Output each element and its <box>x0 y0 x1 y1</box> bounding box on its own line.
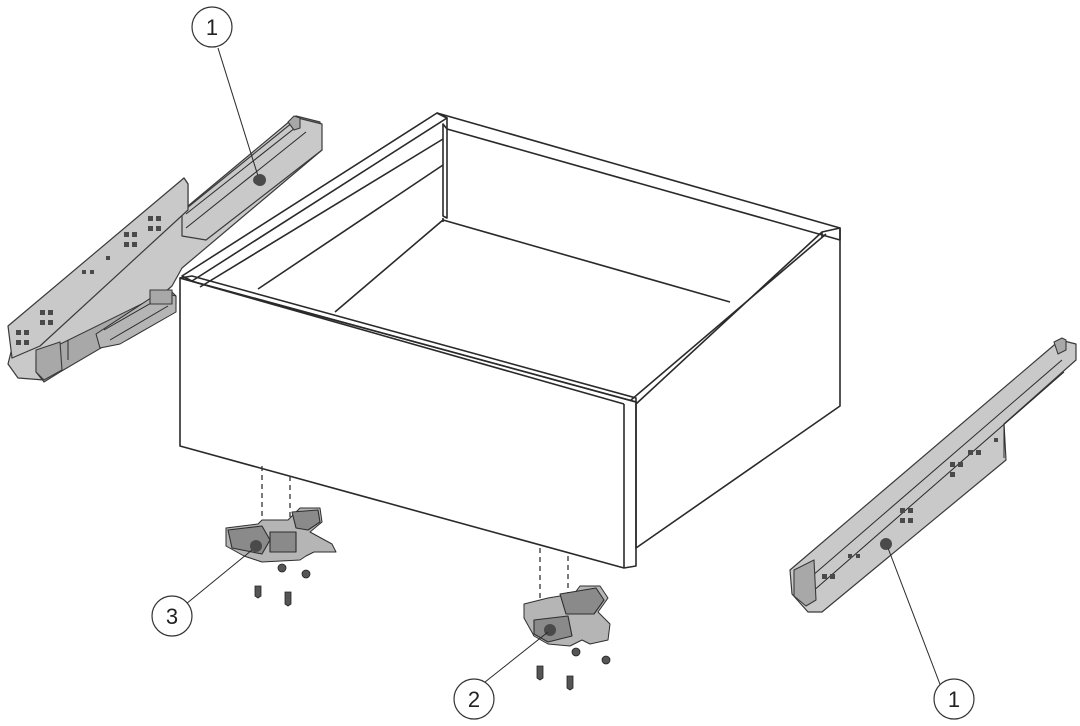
runner-top-left <box>7 115 323 383</box>
drawer-right-side <box>635 227 841 549</box>
callout-leaders <box>185 47 947 701</box>
callout-number: 1 <box>948 687 960 712</box>
callout-number: 1 <box>206 15 218 40</box>
locking-device-right <box>523 585 611 691</box>
callout-3: 3 <box>151 595 193 637</box>
runner-holes-left <box>16 216 161 345</box>
callout-1-bottom-right: 1 <box>933 678 975 720</box>
drawer-back-panel <box>436 112 841 241</box>
callout-1-top-left: 1 <box>191 6 233 48</box>
drawer-front-panel <box>179 277 637 569</box>
runner-holes-right <box>822 438 998 579</box>
locking-device-left <box>225 507 337 607</box>
callout-2: 2 <box>453 678 495 720</box>
drawer-bottom <box>334 219 731 313</box>
drawer-box <box>179 112 841 569</box>
runner-bottom-right <box>789 337 1077 613</box>
callout-number: 2 <box>468 687 480 712</box>
callout-number: 3 <box>166 604 178 629</box>
